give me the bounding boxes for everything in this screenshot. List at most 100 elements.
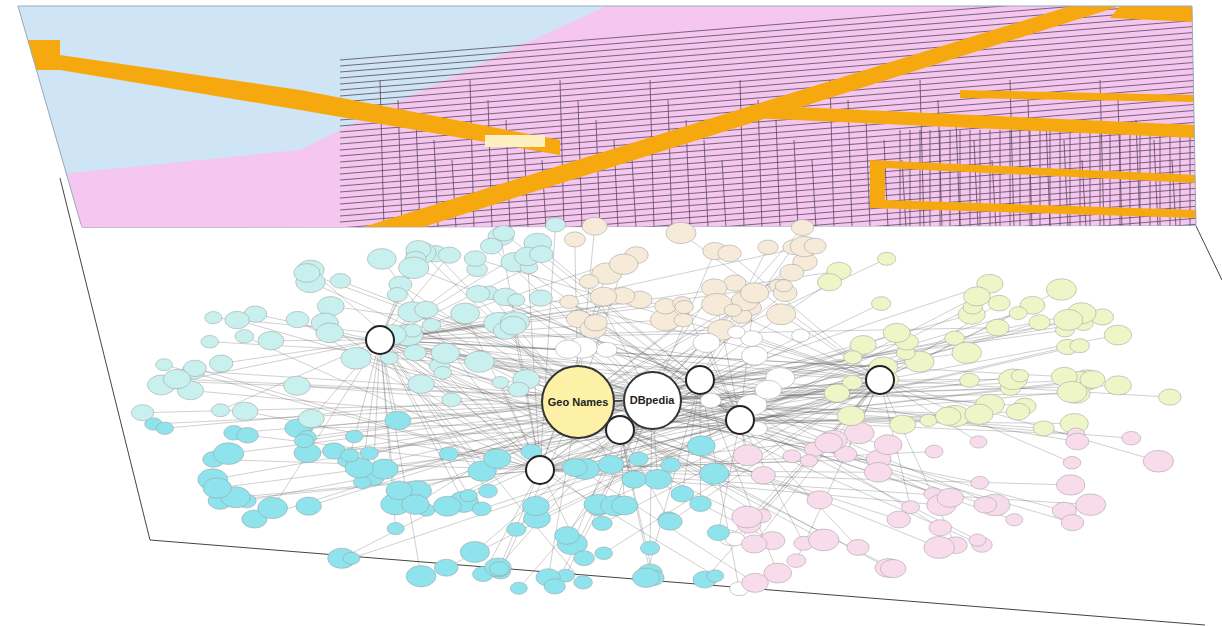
dataset-circle <box>582 217 607 235</box>
link-line <box>602 380 880 523</box>
link-line <box>700 380 778 573</box>
dataset-circle <box>791 220 813 236</box>
dataset-circle <box>294 264 320 283</box>
link-line <box>414 268 700 380</box>
dataset-circle <box>225 311 249 328</box>
link-line <box>540 357 853 470</box>
link-line <box>620 288 714 430</box>
parcel-line <box>1040 130 1041 228</box>
dataset-circle <box>451 303 480 324</box>
dataset-circle <box>406 566 436 587</box>
dataset-circle <box>640 541 659 555</box>
dataset-circle <box>690 496 712 512</box>
network-plane-border <box>60 178 1205 625</box>
dataset-circle <box>316 323 344 343</box>
link-line <box>620 313 1018 430</box>
link-line <box>382 259 540 470</box>
dataset-circle <box>422 318 440 331</box>
dataset-circle <box>920 414 937 426</box>
dataset-circle <box>480 238 502 254</box>
dataset-circle <box>492 376 509 388</box>
parcel-line <box>990 130 991 228</box>
dataset-circle <box>404 345 427 361</box>
node-text-holder: Geo Names <box>548 396 609 408</box>
dataset-circle <box>707 525 729 541</box>
dataset-circle <box>385 411 411 430</box>
dataset-circle <box>733 445 763 466</box>
land <box>0 0 1222 240</box>
dataset-circle <box>1006 403 1030 420</box>
parcel-line <box>596 120 600 228</box>
network-plane-border <box>1196 226 1222 280</box>
dataset-circle <box>286 311 309 327</box>
road <box>750 105 1196 138</box>
parcel-line <box>940 130 941 228</box>
link-line <box>578 402 888 568</box>
dataset-circle <box>402 495 430 515</box>
dataset-circle <box>464 351 494 372</box>
parcel-line <box>776 120 780 228</box>
dataset-circle <box>965 404 993 424</box>
dataset-circle <box>1104 325 1132 345</box>
link-line <box>578 262 805 402</box>
parcel-line <box>930 130 931 228</box>
dataset-circle <box>742 535 767 553</box>
dataset-circle <box>483 449 510 469</box>
dataset-circle <box>584 314 607 330</box>
dataset-circle <box>343 552 360 564</box>
dataset-circle <box>1070 339 1090 353</box>
link-line <box>740 296 977 420</box>
parcel-line <box>974 140 978 228</box>
dataset-circle <box>889 415 915 434</box>
parcel-line <box>956 120 960 228</box>
hub-circle <box>726 406 754 434</box>
link-line <box>380 247 804 340</box>
link-line <box>380 340 747 517</box>
dataset-circle <box>574 576 593 589</box>
dataset-circle <box>693 333 720 352</box>
dataset-circle <box>800 455 817 467</box>
link-line <box>298 320 540 470</box>
dataset-circle <box>560 295 579 308</box>
parcel-line <box>380 80 384 228</box>
node-label: DBpedia <box>630 394 675 406</box>
dataset-circle <box>674 313 693 326</box>
link-line <box>620 430 763 475</box>
dataset-circle <box>766 304 795 325</box>
dataset-circle <box>887 511 911 528</box>
link-line <box>380 340 888 445</box>
link-line <box>652 313 1081 400</box>
dataset-circle <box>370 459 398 479</box>
dataset-circle <box>283 376 310 395</box>
link-line <box>195 368 540 470</box>
dataset-circle <box>780 264 804 281</box>
dataset-circle <box>707 570 724 582</box>
dataset-circle <box>1063 456 1081 469</box>
dataset-circle <box>408 375 435 394</box>
dataset-circle <box>439 447 458 461</box>
dataset-circle <box>611 496 637 515</box>
parcel-line <box>340 38 1200 108</box>
dataset-circle <box>203 478 231 498</box>
dataset-circle <box>579 275 598 289</box>
link-line <box>652 400 1073 523</box>
dataset-circle <box>596 342 617 357</box>
dataset-circle <box>131 405 153 421</box>
parcel-line <box>1172 160 1176 228</box>
link-line <box>880 380 956 545</box>
link-line <box>740 380 1087 420</box>
dataset-circle <box>1159 389 1182 405</box>
dataset-circle <box>201 335 219 348</box>
dataset-circle <box>925 445 943 458</box>
link-line <box>516 430 620 529</box>
parcel-line <box>632 160 636 228</box>
parcel <box>485 135 545 147</box>
dataset-circle <box>877 252 895 265</box>
hub-circle <box>366 326 394 354</box>
dataset-circle <box>1054 309 1083 330</box>
dataset-circle <box>1143 450 1173 472</box>
link-line <box>700 284 990 380</box>
dataset-circle <box>489 562 508 576</box>
dataset-circle <box>924 536 955 558</box>
